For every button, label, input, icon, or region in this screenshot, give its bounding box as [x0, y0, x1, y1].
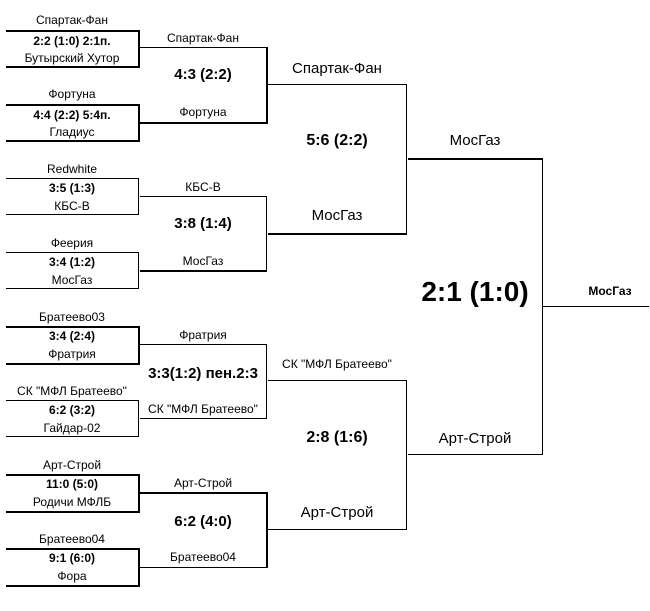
- r1-bracket-6: [6, 400, 139, 437]
- r1-bracket-1: [6, 30, 140, 68]
- r1-m2-team1: Фортуна: [48, 87, 96, 101]
- r1-m3-team1: Redwhite: [46, 162, 98, 176]
- r1-bracket-3: [6, 178, 139, 215]
- r3-m2-team1: СК "МФЛ Братеево": [282, 357, 392, 371]
- r3-bracket-2: [268, 380, 407, 530]
- r1-m1-team1: Спартак-Фан: [36, 13, 108, 27]
- r2-bracket-3: [140, 344, 267, 419]
- final-bracket: [408, 158, 543, 455]
- r1-bracket-8: [6, 548, 140, 587]
- r1-m4-score: 3:4 (1:2): [48, 255, 95, 269]
- winner-line: [543, 306, 649, 307]
- r2-bracket-1: [140, 47, 268, 124]
- r1-m4-team2: МосГаз: [51, 273, 93, 287]
- final-score: 2:1 (1:0): [421, 276, 529, 307]
- r1-m6-team1: СК "МФЛ Братеево": [17, 384, 127, 398]
- r1-m7-team1: Арт-Строй: [42, 458, 102, 472]
- r1-m7-team2: Родичи МФЛБ: [32, 495, 112, 509]
- r2-m3-team2: СК "МФЛ Братеево": [148, 402, 258, 416]
- r1-m1-score: 2:2 (1:0) 2:1п.: [33, 34, 111, 48]
- r2-m4-team1: Арт-Строй: [173, 476, 233, 490]
- r3-m2-team2: Арт-Строй: [300, 504, 374, 521]
- r2-m3-score: 3:3(1:2) пен.2:3: [148, 365, 258, 382]
- final-team1: МосГаз: [449, 132, 501, 149]
- r1-bracket-5: [6, 326, 140, 365]
- r2-m4-team2: Братеево04: [170, 550, 236, 564]
- r1-m2-team2: Гладиус: [49, 125, 95, 139]
- r1-m3-score: 3:5 (1:3): [48, 181, 95, 195]
- r3-m1-score: 5:6 (2:2): [306, 132, 368, 149]
- r2-m1-team2: Фортуна: [179, 105, 227, 119]
- r1-m2-score: 4:4 (2:2) 5:4п.: [33, 108, 111, 122]
- r1-m1-team2: Бутырский Хутор: [24, 51, 120, 65]
- r1-m5-score: 3:4 (2:4): [48, 329, 95, 343]
- r1-m8-score: 9:1 (6:0): [48, 551, 95, 565]
- r1-m6-score: 6:2 (3:2): [48, 403, 95, 417]
- r2-bracket-4: [140, 492, 268, 568]
- r1-bracket-7: [6, 474, 140, 513]
- r1-m8-team1: Братеево04: [39, 532, 105, 546]
- r1-bracket-4: [6, 252, 139, 289]
- r1-m7-score: 11:0 (5:0): [45, 477, 99, 491]
- r3-m1-team2: МосГаз: [311, 207, 363, 224]
- r1-m4-team1: Феерия: [50, 236, 94, 250]
- r1-bracket-2: [6, 104, 140, 142]
- final-team2: Арт-Строй: [438, 430, 512, 447]
- r1-m6-team2: Гайдар-02: [43, 421, 101, 435]
- r1-m8-team2: Фора: [57, 569, 87, 583]
- r2-m1-team1: Спартак-Фан: [167, 31, 239, 45]
- r3-bracket-1: [268, 84, 407, 235]
- r2-m2-score: 3:8 (1:4): [174, 215, 232, 232]
- r2-m1-score: 4:3 (2:2): [174, 66, 232, 83]
- r2-m3-team1: Фратрия: [179, 328, 227, 342]
- r1-m5-team1: Братеево03: [39, 310, 105, 324]
- r2-m2-team1: КБС-В: [185, 180, 221, 194]
- r1-m3-team2: КБС-В: [54, 199, 90, 213]
- winner-label: МосГаз: [588, 284, 632, 298]
- r2-m2-team2: МосГаз: [182, 254, 224, 268]
- r3-m2-score: 2:8 (1:6): [306, 429, 368, 446]
- r1-m5-team2: Фратрия: [48, 347, 96, 361]
- r2-m4-score: 6:2 (4:0): [174, 513, 232, 530]
- r3-m1-team1: Спартак-Фан: [292, 60, 382, 77]
- r2-bracket-2: [140, 196, 267, 272]
